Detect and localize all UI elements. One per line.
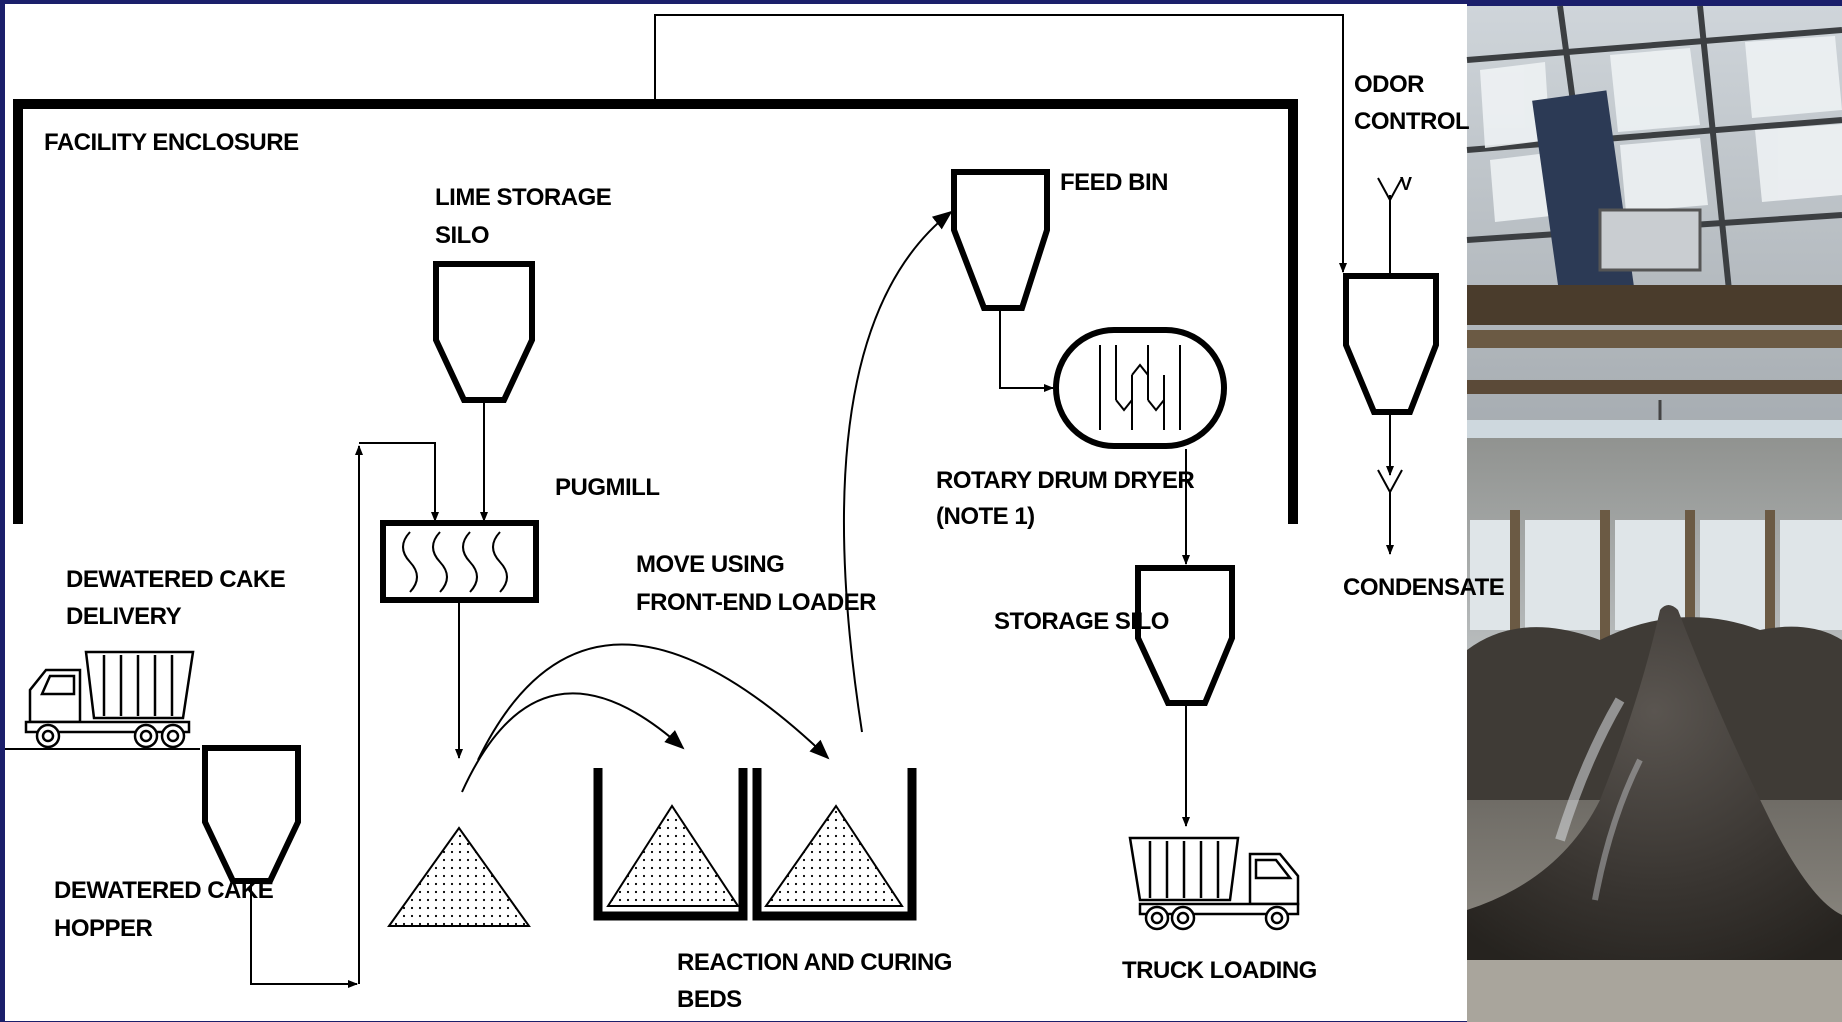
truck-loading-label: TRUCK LOADING	[1122, 957, 1317, 984]
dewatered-cake-hopper	[202, 745, 301, 884]
reaction-curing-bed-right	[752, 768, 917, 921]
vent-icon	[1377, 177, 1403, 203]
loader-label-line2: FRONT-END LOADER	[636, 589, 876, 616]
dryer-label-line2: (NOTE 1)	[936, 503, 1035, 530]
vent-label: V	[1400, 174, 1412, 194]
curing-pile-right	[764, 804, 904, 907]
facility-enclosure-wall	[13, 99, 1298, 524]
odor-control-label-line1: ODOR	[1354, 71, 1424, 98]
delivery-truck-icon	[24, 650, 195, 749]
hopper-label-line1: DEWATERED CAKE	[54, 877, 274, 904]
feed-bin-label: FEED BIN	[1060, 169, 1168, 196]
rotary-drum-dryer	[1053, 327, 1227, 449]
feed-bin	[951, 169, 1050, 311]
delivery-label-line2: DELIVERY	[66, 603, 182, 630]
facility-enclosure-label: FACILITY ENCLOSURE	[44, 129, 299, 156]
loading-truck-icon	[1128, 836, 1300, 931]
curing-pile-left	[606, 804, 740, 907]
storage-silo	[1135, 565, 1235, 706]
lime-storage-label-line2: SILO	[435, 222, 489, 249]
pugmill-screws	[402, 531, 508, 593]
beds-label-line1: REACTION AND CURING	[677, 949, 952, 976]
lime-storage-label-line1: LIME STORAGE	[435, 184, 612, 211]
reaction-curing-bed-left	[593, 768, 748, 921]
dryer-flights	[1099, 345, 1181, 430]
dryer-label-line1: ROTARY DRUM DRYER	[936, 467, 1194, 494]
condensate-label: CONDENSATE	[1343, 574, 1505, 601]
facility-photo	[1466, 5, 1842, 1022]
odor-control-duct	[654, 14, 1347, 273]
delivery-label-line1: DEWATERED CAKE	[66, 566, 286, 593]
pugmill-label: PUGMILL	[555, 474, 660, 501]
lime-storage-silo	[433, 261, 535, 403]
hopper-label-line2: HOPPER	[54, 915, 153, 942]
storage-silo-label: STORAGE SILO	[994, 608, 1169, 635]
mixed-cake-pile	[387, 826, 531, 927]
loader-label-line1: MOVE USING	[636, 551, 784, 578]
odor-control-unit	[1343, 273, 1439, 415]
beds-label-line2: BEDS	[677, 986, 742, 1013]
pugmill	[380, 520, 539, 603]
odor-control-label-line2: CONTROL	[1354, 108, 1469, 135]
